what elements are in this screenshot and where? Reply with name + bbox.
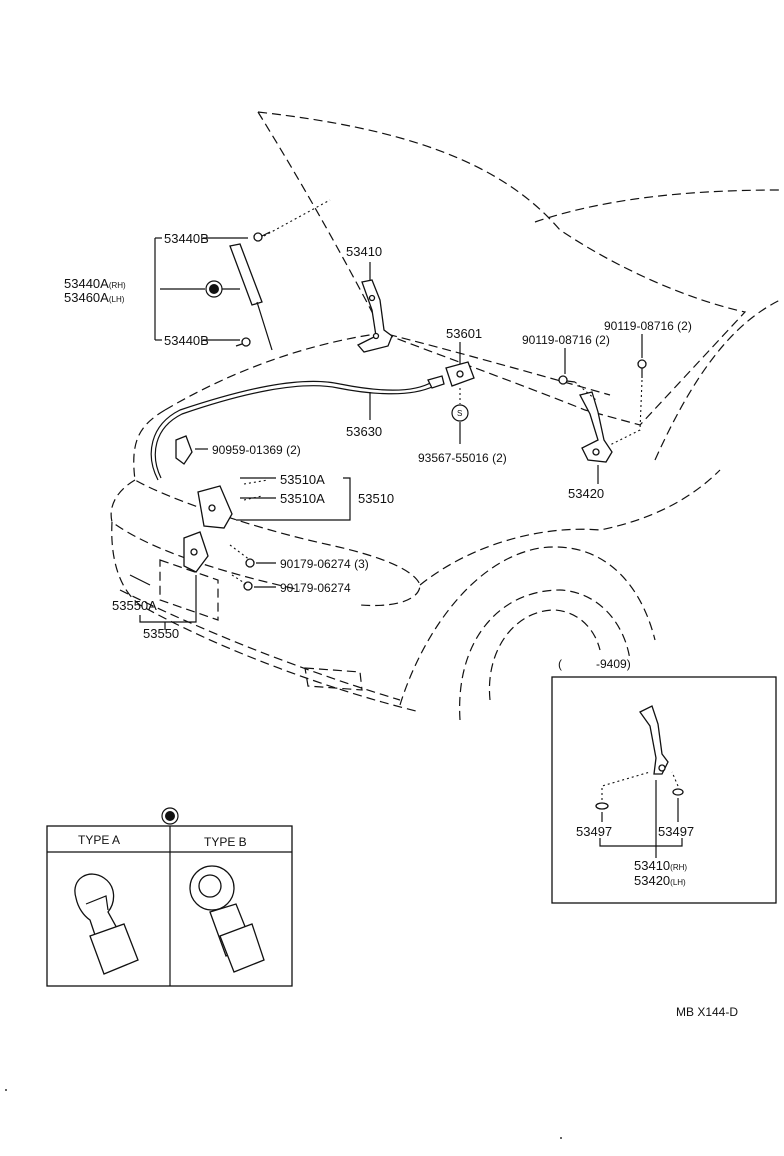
label-type-b: TYPE B [204,835,247,849]
label-53497-right: 53497 [658,824,694,839]
type-marker-icon [205,280,223,298]
hood-left-edge [257,111,384,334]
hinge-bolt-left-icon [558,375,576,385]
label-53550a: 53550A [112,598,157,613]
hood-panel [257,111,747,426]
speck-left [5,1089,7,1091]
body-right-line [654,299,781,461]
label-53497-left: 53497 [576,824,612,839]
label-53410: 53410 [346,244,382,259]
label-53440b-lower: 53440B [164,333,209,348]
label-inset-open: ( [558,657,562,671]
label-90179-3: 90179-06274 (3) [280,557,369,571]
s-mark-icon [451,404,469,422]
type-marker-lower-icon [161,807,179,825]
label-53440b-upper: 53440B [164,231,209,246]
lock-support [197,477,351,529]
callouts: 53440B 53440A(RH) 53460A(LH) 53440B 5341… [64,231,738,1019]
label-inset-53410: 53410(RH) [634,858,687,873]
washer-right-icon [672,788,684,796]
hood-lock [445,342,475,444]
label-90119-left: 90119-08716 (2) [522,333,610,347]
bumper-lower [111,521,421,713]
label-90959: 90959-01369 (2) [212,443,301,457]
vehicle-outline [110,111,781,721]
label-53510: 53510 [358,491,394,506]
washer-left-icon [595,802,609,810]
hood-stay [154,199,331,351]
fender-line [419,469,721,586]
release-cable [150,375,445,481]
label-type-a: TYPE A [78,833,120,847]
gas-strut-icon [229,243,273,351]
hood-striker [129,531,276,630]
windshield-line [534,189,781,223]
stay-bolt-lower-icon [235,337,251,347]
support-bolt-3-icon [229,544,255,568]
speck-right [560,1137,562,1139]
wheel-arch [399,546,656,706]
fog-lamp [304,667,363,691]
label-53550: 53550 [143,626,179,641]
bumper-line [119,589,401,701]
label-s-mark: S [457,409,462,418]
label-53510a-2: 53510A [280,491,325,506]
label-53460a: 53460A(LH) [64,290,125,305]
type-b-fitting-icon [189,865,265,973]
label-53630: 53630 [346,424,382,439]
label-inset-range: -9409) [596,657,631,671]
inset-panel [551,676,777,904]
hood-hinge [356,262,393,353]
front-upper [133,409,421,607]
type-box [46,807,293,987]
stay-bolt-upper-icon [253,231,271,242]
label-53420: 53420 [568,486,604,501]
label-90119-right: 90119-08716 (2) [604,319,692,333]
label-53510a-1: 53510A [280,472,325,487]
label-53601: 53601 [446,326,482,341]
tire-inner [488,609,601,701]
front-bumper-top [110,479,301,591]
tire-outer [459,589,631,721]
cable-clamp-icon [175,435,208,465]
type-a-fitting-icon [74,873,139,975]
hood-hinge-lh [558,334,647,484]
label-90179: 90179-06274 [280,581,351,595]
label-53440a: 53440A(RH) [64,276,126,291]
label-inset-53420: 53420(LH) [634,873,686,888]
label-93567: 93567-55016 (2) [418,451,507,465]
figure-code: MB X144-D [676,1005,738,1019]
support-bolt-1-icon [231,574,253,591]
hinge-bolt-right-icon [637,359,647,378]
plate-holder [159,559,219,621]
